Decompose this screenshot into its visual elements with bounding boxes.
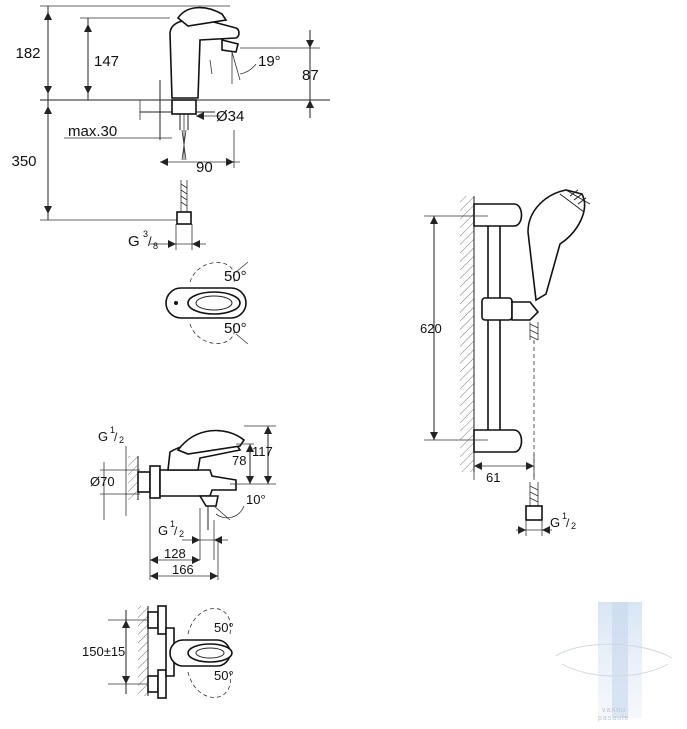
- dim-hose-num: 1: [562, 511, 567, 521]
- dim-max-thickness: max.30: [68, 123, 117, 140]
- dim-rail-length: 620: [420, 321, 442, 336]
- dim-166: 166: [172, 562, 194, 577]
- dim-spout-clearance: 87: [302, 67, 319, 84]
- dim-top-angle-up: 50°: [224, 268, 247, 285]
- bath-mixer-side-view: G 1 / 2 Ø70 78 117 10°: [90, 425, 276, 580]
- dim-reach: 90: [196, 159, 213, 176]
- mounting-nut: [171, 99, 197, 115]
- dim-connection-num: 3: [143, 229, 148, 239]
- dim-spout-height: 147: [94, 53, 119, 70]
- dim-total-height: 182: [15, 45, 40, 62]
- dim-connection-den: 8: [153, 241, 158, 251]
- dim-height-78: 78: [232, 453, 246, 468]
- shower-rail-set: 620 61 G 1 / 2: [420, 189, 591, 536]
- dim-top-angle-down: 50°: [224, 320, 247, 337]
- dim-hose-prefix: G: [550, 515, 560, 530]
- top-lever-rosette: [187, 291, 241, 315]
- dim-bath-top-angle-down: 50°: [214, 668, 234, 683]
- dim-outlet-prefix: G: [158, 523, 168, 538]
- basin-mixer-lever: [176, 6, 228, 27]
- svg-text:/: /: [148, 234, 152, 249]
- basin-mixer-side-view: 182 147 350 19° 87 Ø34: [11, 5, 330, 251]
- rail-slider: [481, 297, 513, 321]
- svg-text:/: /: [174, 524, 178, 538]
- dim-bath-top-angle-up: 50°: [214, 620, 234, 635]
- svg-text:/: /: [566, 516, 570, 530]
- hose-connector: [176, 211, 192, 225]
- bath-mixer-lever: [176, 429, 246, 455]
- dim-angle-spout: 10°: [246, 492, 266, 507]
- svg-text:/: /: [114, 430, 118, 444]
- bath-mixer-body: [159, 469, 237, 497]
- bath-rosette: [149, 465, 161, 499]
- watermark-logo: vannu pasaule: [555, 602, 673, 722]
- shower-rail: [487, 217, 501, 439]
- watermark-line2: pasaule: [598, 715, 630, 722]
- bath-mixer-top-view: 150±15 50° 50°: [82, 605, 234, 699]
- dim-outlet-den: 2: [179, 529, 184, 539]
- bath-mixer-spout: [198, 495, 219, 507]
- dim-hose-length: 350: [11, 153, 36, 170]
- basin-mixer-top-view: 50° 50°: [165, 261, 249, 345]
- rail-bracket-top: [473, 203, 523, 227]
- dim-hose-den: 2: [571, 521, 576, 531]
- dim-outlet-num: 1: [170, 519, 175, 529]
- hose-nut: [525, 505, 543, 521]
- rail-bracket-bottom: [473, 429, 523, 453]
- dim-centres: 150±15: [82, 644, 125, 659]
- basin-mixer-aerator: [221, 38, 239, 53]
- dim-128: 128: [164, 546, 186, 561]
- dim-base-diameter: Ø34: [216, 108, 244, 125]
- dim-wall-offset: 61: [486, 470, 500, 485]
- dim-inlet-num: 1: [110, 425, 115, 435]
- dim-angle-spout: 19°: [258, 53, 281, 70]
- dim-connection-prefix: G: [128, 233, 140, 250]
- dim-height-117: 117: [252, 444, 273, 459]
- watermark-line1: vannu: [602, 707, 626, 714]
- dim-inlet-den: 2: [119, 435, 124, 445]
- bath-wall-connector: [137, 471, 151, 493]
- basin-mixer-body: [169, 18, 240, 99]
- dim-inlet-prefix: G: [98, 429, 108, 444]
- dim-rosette: Ø70: [90, 474, 115, 489]
